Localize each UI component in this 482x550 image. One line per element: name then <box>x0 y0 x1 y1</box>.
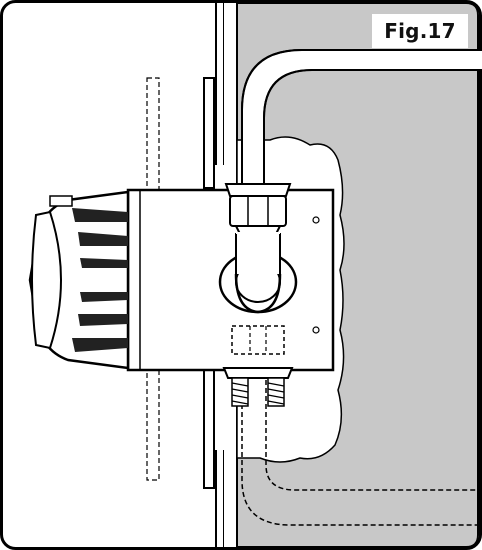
head-dome-icon <box>28 190 130 370</box>
threaded-connector-icon <box>222 367 294 407</box>
elbow-fitting-icon <box>218 232 298 314</box>
hidden-conduit-icon <box>241 380 478 526</box>
hidden-fitting-icon <box>231 325 285 355</box>
figure-label: Fig.17 <box>372 14 468 48</box>
cable-gland-icon <box>224 183 292 235</box>
conduit-pipe-icon <box>241 49 482 185</box>
